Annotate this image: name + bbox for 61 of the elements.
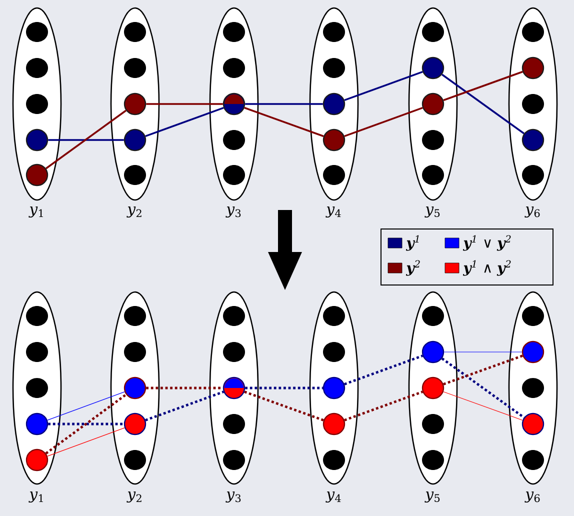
line (245, 103, 323, 105)
dotted-line (245, 386, 323, 390)
dotted-line (443, 354, 523, 386)
variable-label: y$_{6}$ (524, 491, 540, 503)
dotted-line (344, 354, 423, 386)
line (45, 110, 127, 170)
circle-marker (522, 128, 544, 152)
circle-marker (26, 412, 48, 436)
legend-label: y$^{1}$ (406, 235, 419, 251)
variable-label: y$_{1}$ (28, 206, 43, 218)
dotted-line (146, 386, 223, 390)
variable-label: y$_{3}$ (226, 491, 241, 503)
circle-marker (124, 412, 146, 436)
line (344, 70, 423, 102)
legend-label: y$^{1}$ ∨ y$^{2}$ (462, 235, 511, 251)
circle-marker (322, 128, 346, 152)
circle-marker (422, 56, 444, 80)
legend-label: y$^{2}$ (406, 260, 420, 276)
circle-marker (422, 376, 444, 400)
variable-label: y$_{4}$ (326, 491, 341, 503)
dotted-line (441, 358, 525, 418)
circle-marker (522, 412, 544, 436)
line (48, 139, 124, 141)
circle-marker (222, 376, 246, 400)
circle-marker (522, 56, 544, 80)
variable-label: y$_{6}$ (524, 206, 540, 218)
variable-label: y$_{2}$ (126, 491, 142, 503)
line (443, 391, 523, 421)
line (441, 74, 525, 134)
variable-label: y$_{1}$ (28, 491, 43, 503)
legend-label: y$^{1}$ ∧ y$^{2}$ (462, 260, 511, 276)
line (145, 106, 224, 138)
line (47, 428, 125, 456)
circle-marker (124, 92, 146, 116)
circle-marker (322, 412, 346, 436)
circle-marker (322, 92, 346, 116)
circle-marker (26, 448, 48, 472)
variable-label: y$_{5}$ (424, 491, 440, 503)
circle-marker (26, 128, 48, 152)
dotted-line (45, 394, 127, 454)
line (443, 70, 523, 102)
circle-marker (26, 164, 48, 186)
circle-marker (322, 376, 346, 400)
variable-label: y$_{2}$ (126, 206, 142, 218)
circle-marker (222, 92, 246, 116)
line (344, 106, 423, 138)
variable-label: y$_{4}$ (326, 206, 341, 218)
circle-marker (422, 340, 444, 364)
circle-marker (422, 92, 444, 116)
variable-label: y$_{5}$ (424, 206, 440, 218)
circle-marker (124, 128, 146, 152)
dotted-line (344, 390, 423, 422)
line (47, 392, 125, 420)
dotted-line (145, 390, 224, 422)
dotted-line (244, 390, 324, 422)
circle-marker (124, 376, 146, 400)
line (146, 103, 223, 105)
circle-marker (522, 340, 544, 364)
variable-label: y$_{3}$ (226, 206, 241, 218)
line (244, 106, 324, 138)
dotted-line (48, 422, 124, 426)
